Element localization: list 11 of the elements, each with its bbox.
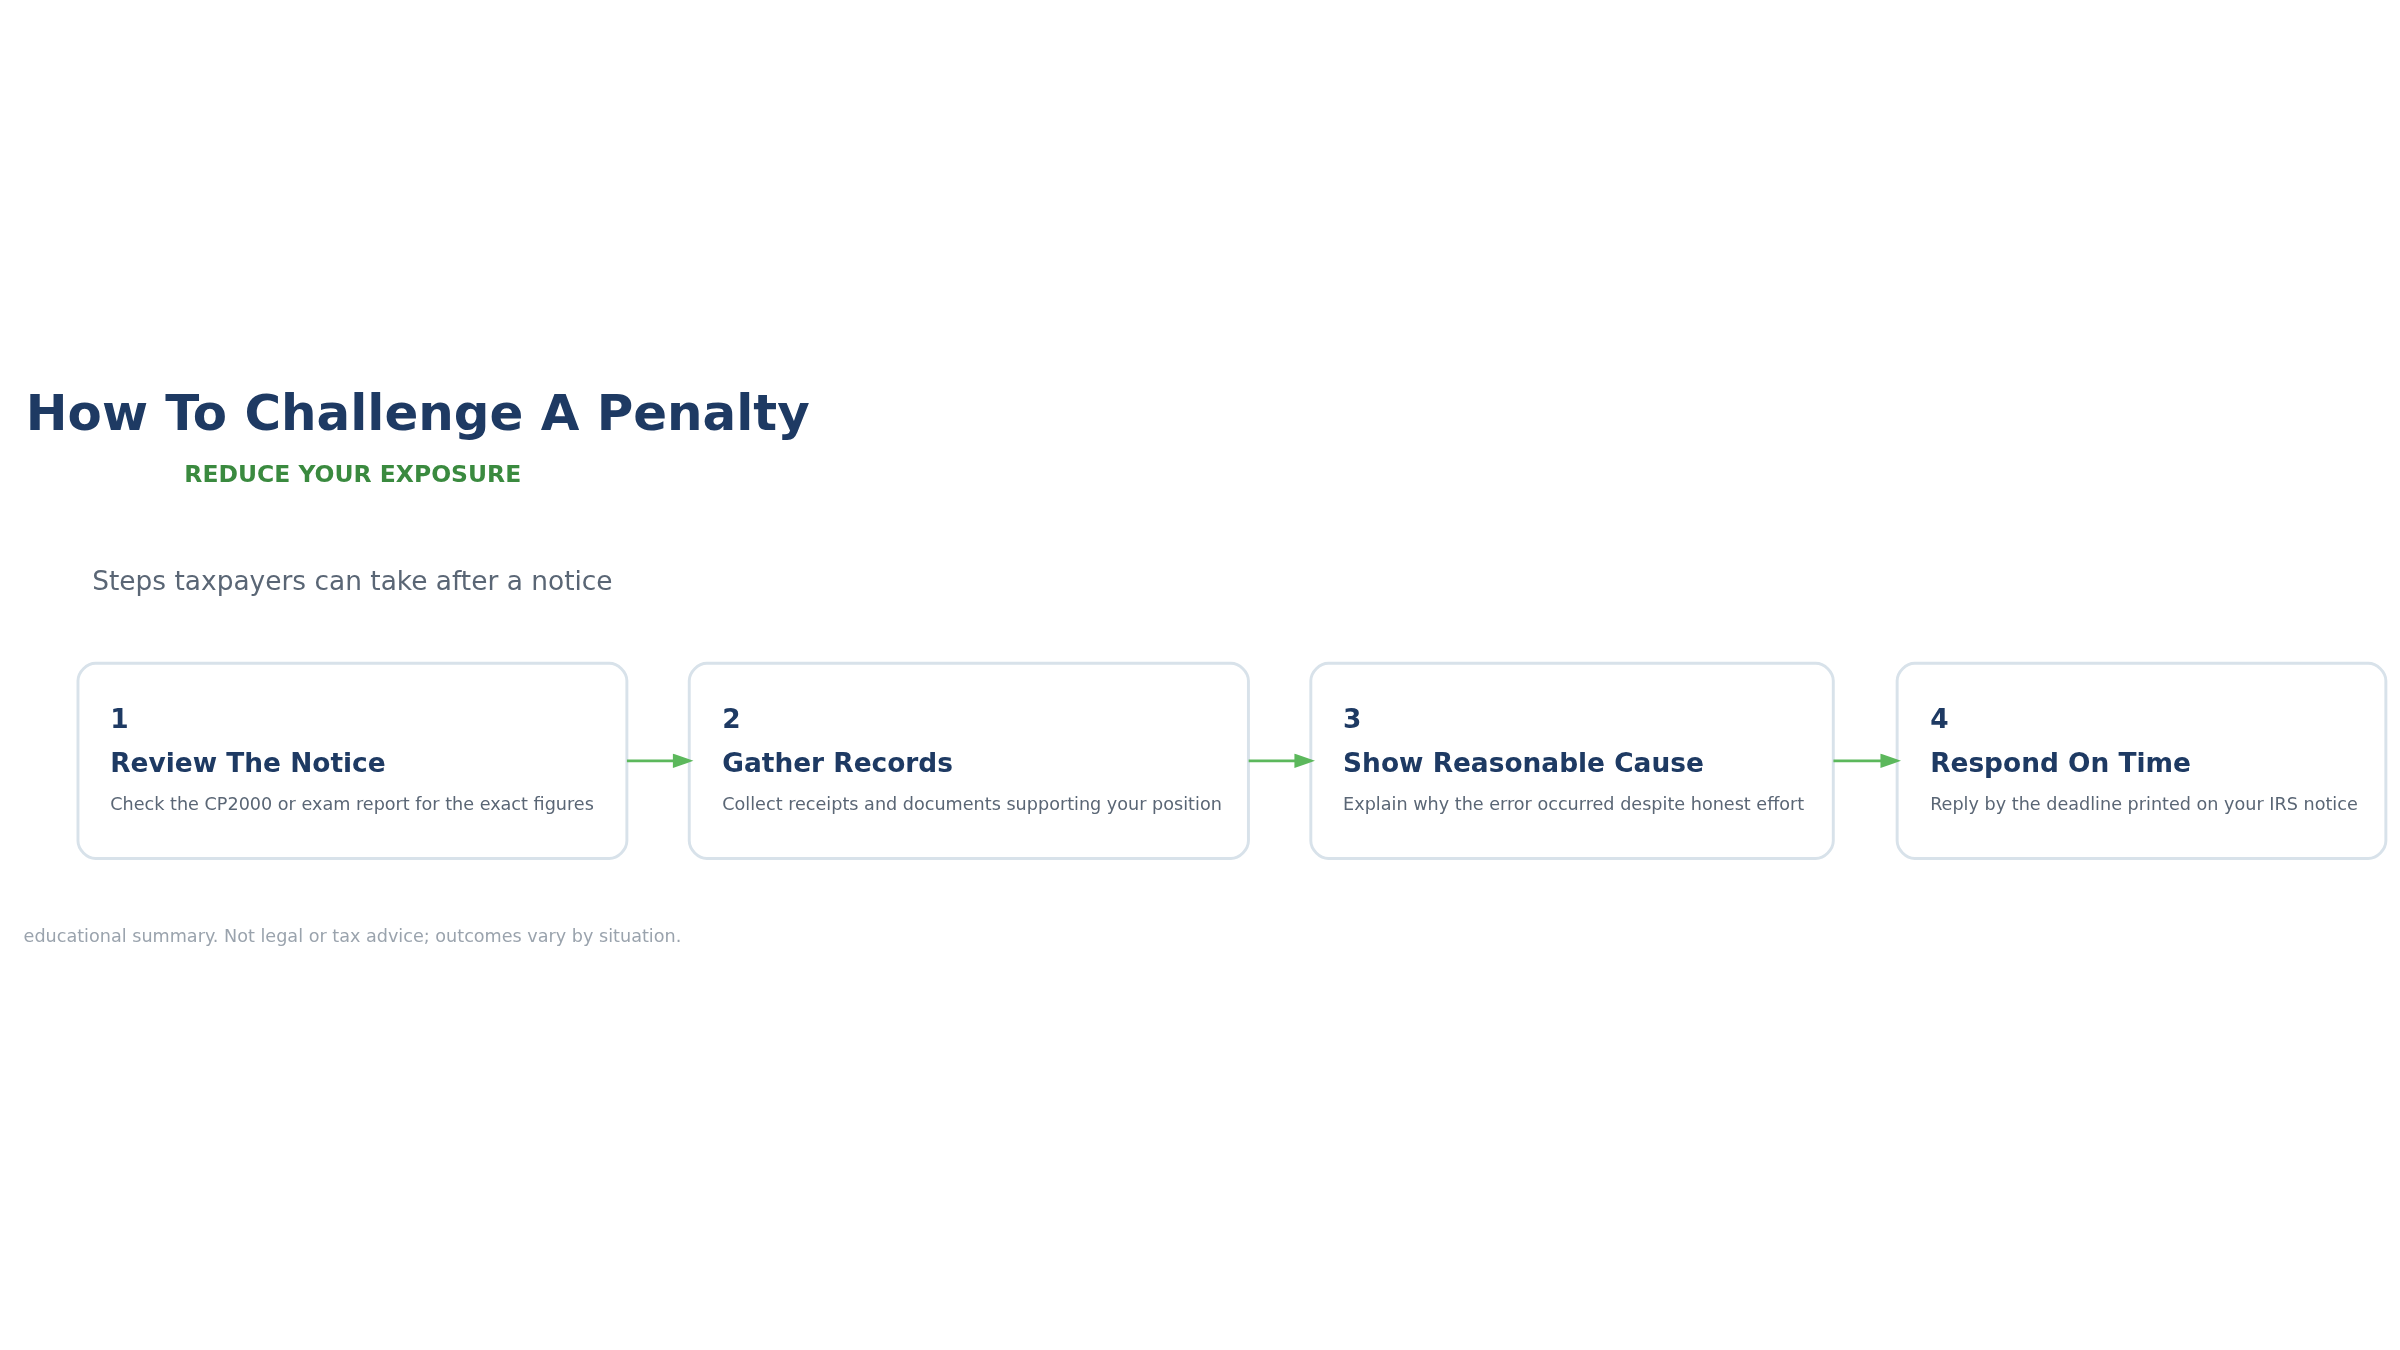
node-box: 3 Show Reasonable Cause Explain why the error occurred despite honest effort: [1309, 661, 1835, 860]
label: REDUCE YOUR EXPOSURE: [184, 460, 522, 489]
arrow: [626, 753, 694, 769]
label: educational summary. Not legal or tax advice; outcomes vary by situation.: [23, 926, 682, 947]
diagram-title: How To Challenge A Penalty: [25, 384, 810, 443]
arrow: [1833, 753, 1902, 769]
arrow: [1248, 753, 1315, 769]
label: Steps taxpayers can take after a notice: [92, 565, 613, 597]
node-box: 4 Respond On Time Reply by the deadline printed on your IRS notice: [1895, 661, 2388, 860]
node-box: 2 Gather Records Collect receipts and documents supporting your position: [687, 661, 1250, 860]
node-box: 1 Review The Notice Check the CP2000 or exam report for the exact figures: [76, 661, 629, 860]
